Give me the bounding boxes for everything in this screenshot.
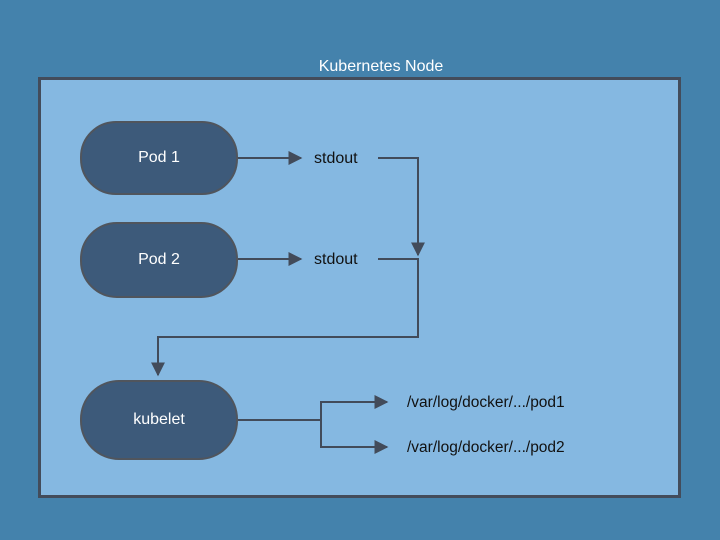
label-log-path-pod1: /var/log/docker/.../pod1 — [407, 394, 565, 411]
connector-kubelet-to-log1-arrow — [238, 395, 389, 421]
connector-merge-to-kubelet-arrow — [151, 258, 419, 377]
label-log-path-pod2: /var/log/docker/.../pod2 — [407, 439, 565, 456]
node-pod1: Pod 1 — [80, 121, 238, 195]
label-stdout-pod1: stdout — [314, 150, 358, 167]
connector-kubelet-to-log2-arrow — [320, 420, 389, 454]
label-stdout-pod2: stdout — [314, 251, 358, 268]
connector-stdout1-merge-down-arrow — [378, 157, 425, 257]
node-pod2: Pod 2 — [80, 222, 238, 298]
node-kubelet: kubelet — [80, 380, 238, 460]
diagram-title: Kubernetes Node — [318, 58, 444, 75]
